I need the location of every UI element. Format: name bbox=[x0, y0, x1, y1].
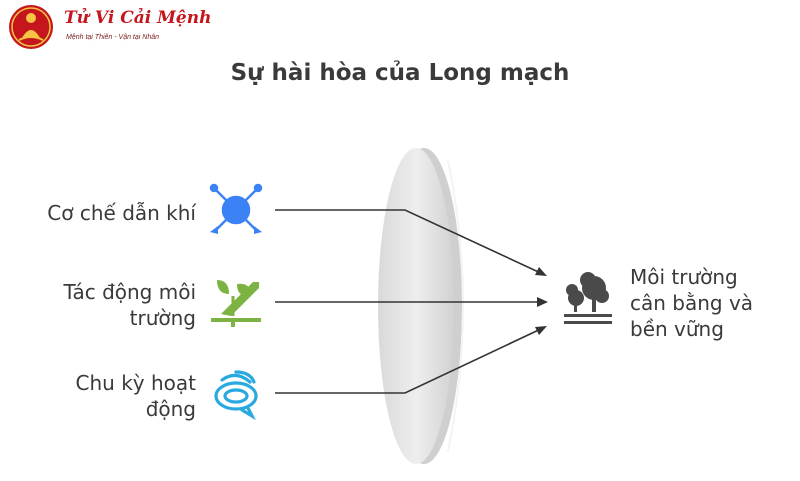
brand-tagline: Mệnh tại Thiên - Vận tại Nhân bbox=[66, 34, 159, 41]
input-label-3: Chu kỳ hoạt động bbox=[75, 371, 196, 421]
lens-shape bbox=[378, 148, 464, 464]
buddha-seal-icon bbox=[9, 5, 53, 49]
arrowhead-3 bbox=[535, 326, 547, 335]
arrow-input-3 bbox=[275, 326, 546, 394]
trees-landscape-icon bbox=[564, 272, 612, 324]
plant-sprout-icon bbox=[211, 280, 261, 327]
arrow-input-1 bbox=[275, 209, 546, 276]
input-label-2: Tác động môi trường bbox=[63, 280, 196, 330]
input-label-1: Cơ chế dẫn khí bbox=[47, 201, 196, 225]
diagram-title: Sự hài hòa của Long mạch bbox=[230, 60, 570, 86]
spiral-cycle-icon bbox=[214, 370, 258, 420]
arrowhead-2 bbox=[537, 297, 548, 307]
brand-name: Tử Vi Cải Mệnh bbox=[64, 8, 212, 28]
network-node-icon bbox=[209, 183, 263, 234]
arrowhead-1 bbox=[535, 267, 547, 276]
output-label: Môi trường cân bằng và bền vững bbox=[630, 265, 754, 341]
brand-logo[interactable]: Tử Vi Cải Mệnh Mệnh tại Thiên - Vận tại … bbox=[8, 4, 212, 52]
